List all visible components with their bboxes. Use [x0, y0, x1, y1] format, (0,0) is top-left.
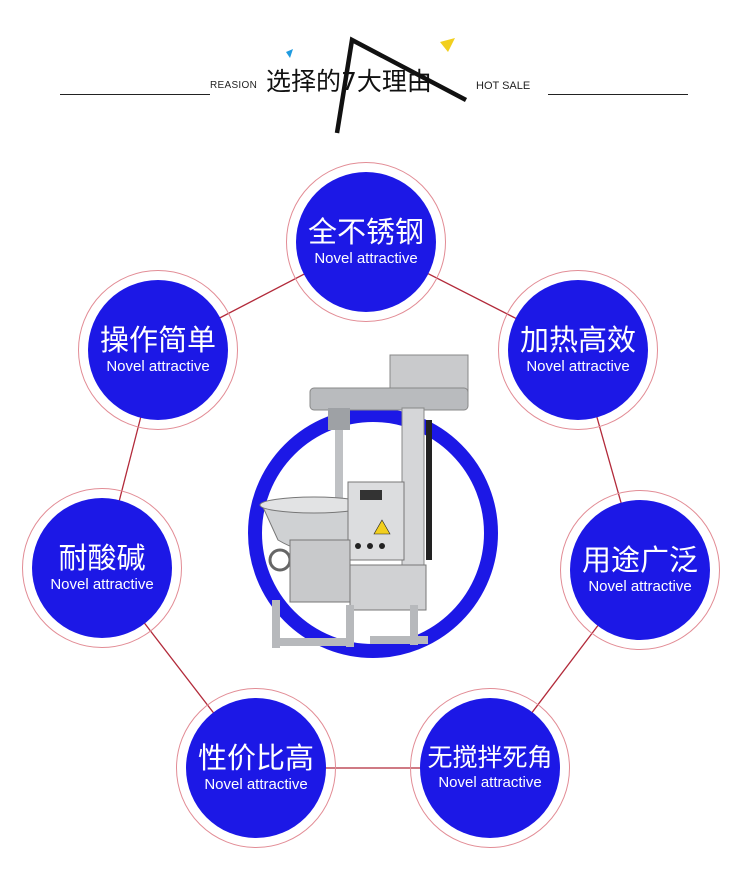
triangle-ornament: [286, 36, 468, 134]
header-right-label: HOT SALE: [476, 80, 531, 92]
feature-ring-4: [410, 688, 570, 848]
page-title: 选择的7大理由: [266, 67, 432, 96]
feature-wide-use: 用途广泛 Novel attractive: [570, 500, 710, 640]
feature-subtitle: Novel attractive: [588, 577, 692, 595]
feature-subtitle: Novel attractive: [204, 775, 308, 793]
mixing-kettle-image: [259, 354, 469, 648]
feature-ring-5: [176, 688, 336, 848]
feature-no-dead-corner: 无搅拌死角 Novel attractive: [420, 698, 560, 838]
yellow-gem-icon: [440, 38, 455, 52]
feature-easy-operation: 操作简单 Novel attractive: [88, 280, 228, 420]
feature-title: 耐酸碱: [58, 540, 146, 575]
feature-title: 性价比高: [197, 740, 314, 775]
feature-ring-1: [286, 162, 446, 322]
header-left-rule: [60, 94, 210, 95]
feature-title: 加热高效: [519, 322, 636, 357]
feature-title: 用途广泛: [581, 542, 698, 577]
feature-subtitle: Novel attractive: [50, 575, 154, 593]
feature-title: 全不锈钢: [307, 214, 424, 249]
header: REASION 选择的7大理由 HOT SALE: [0, 0, 750, 140]
feature-title: 无搅拌死角: [427, 742, 553, 772]
feature-ring-7: [78, 270, 238, 430]
feature-stainless-steel: 全不锈钢 Novel attractive: [296, 172, 436, 312]
feature-ring-2: [498, 270, 658, 430]
feature-title: 操作简单: [99, 322, 216, 357]
feature-subtitle: Novel attractive: [106, 357, 210, 375]
blue-gem-icon: [286, 49, 293, 58]
feature-subtitle: Novel attractive: [526, 357, 630, 375]
feature-acid-alkali-resistant: 耐酸碱 Novel attractive: [32, 498, 172, 638]
feature-efficient-heating: 加热高效 Novel attractive: [508, 280, 648, 420]
feature-cost-effective: 性价比高 Novel attractive: [186, 698, 326, 838]
feature-ring-6: [22, 488, 182, 648]
feature-ring-3: [560, 490, 720, 650]
feature-subtitle: Novel attractive: [314, 249, 418, 267]
header-right-rule: [548, 94, 688, 95]
feature-subtitle: Novel attractive: [438, 773, 542, 791]
header-left-label: REASION: [210, 80, 258, 91]
